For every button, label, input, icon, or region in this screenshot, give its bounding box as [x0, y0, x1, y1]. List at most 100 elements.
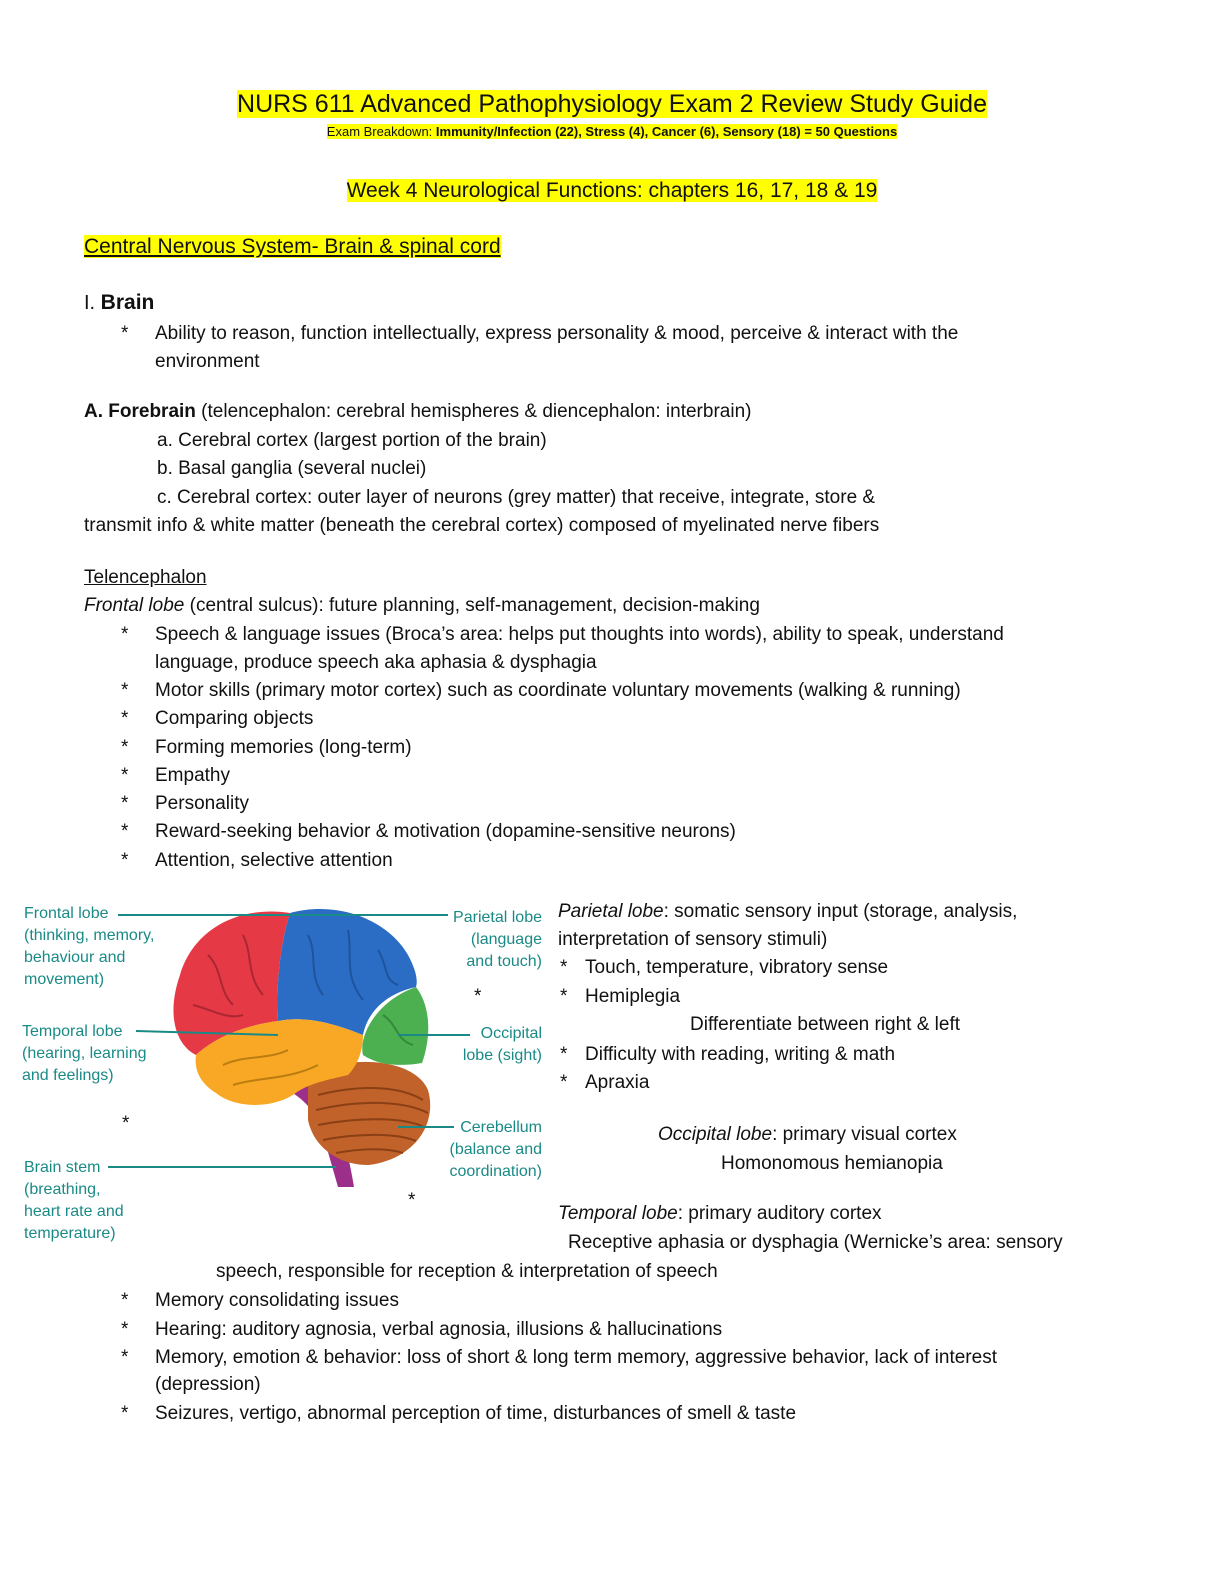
diagram-occipital-title: Occipital — [480, 1025, 542, 1042]
brain-diagram: Frontal lobe (thinking, memory, behaviou… — [18, 895, 548, 1255]
bullet-star: * — [408, 1190, 416, 1211]
parietal-point: Apraxia — [585, 1072, 650, 1093]
diagram-frontal-line: (thinking, memory, — [24, 927, 155, 944]
temporal-lobe-name: Temporal lobe — [558, 1203, 678, 1224]
frontal-point: Speech & language issues (Broca’s area: … — [155, 624, 1004, 645]
parietal-point: Hemiplegia — [585, 986, 681, 1007]
diagram-brainstem-line: temperature) — [24, 1225, 116, 1242]
temporal-lobe-line: Temporal lobe: primary auditory cortex — [558, 1200, 882, 1228]
bullet-star: * — [122, 1113, 130, 1134]
occipital-lobe-desc: : primary visual cortex — [772, 1124, 957, 1145]
diagram-cerebellum-title: Cerebellum — [460, 1119, 542, 1136]
diagram-label-brainstem: Brain stem (breathing, heart rate and te… — [24, 1157, 124, 1245]
bullet-star: * — [121, 680, 129, 701]
frontal-point: Comparing objects — [155, 708, 314, 729]
bullet-star: * — [121, 1319, 129, 1340]
temporal-sub1: Receptive aphasia or dysphagia (Wernicke… — [568, 1232, 1063, 1253]
week-text: Week 4 Neurological Functions: chapters … — [346, 179, 878, 202]
parietal-lobe-line: Parietal lobe: somatic sensory input (st… — [558, 898, 1017, 926]
bullet-star: * — [121, 1403, 129, 1424]
brain-point-line1: Ability to reason, function intellectual… — [155, 323, 959, 344]
diagram-label-occipital: Occipital lobe (sight) — [463, 1023, 542, 1067]
forebrain-item-c-cont: transmit info & white matter (beneath th… — [84, 515, 880, 536]
bullet-star: * — [121, 1347, 129, 1368]
diagram-label-frontal: Frontal lobe (thinking, memory, behaviou… — [24, 903, 154, 991]
bullet-star: * — [560, 957, 568, 978]
parietal-subpoint: Differentiate between right & left — [690, 1014, 961, 1035]
brain-point-line2: environment — [155, 351, 260, 372]
diagram-cerebellum-line: (balance and — [449, 1141, 542, 1158]
frontal-point: Empathy — [155, 765, 230, 786]
breakdown-prefix: Exam Breakdown: — [326, 124, 436, 139]
diagram-label-cerebellum: Cerebellum (balance and coordination) — [449, 1117, 542, 1183]
cerebellum-region — [308, 1061, 431, 1165]
diagram-frontal-title: Frontal lobe — [24, 905, 109, 922]
forebrain-heading: A. Forebrain (telencephalon: cerebral he… — [84, 398, 751, 426]
frontal-lobe-name: Frontal lobe — [84, 595, 185, 616]
parietal-lobe-desc2: interpretation of sensory stimuli) — [558, 929, 828, 950]
diagram-temporal-line: and feelings) — [22, 1067, 114, 1084]
forebrain-desc: (telencephalon: cerebral hemispheres & d… — [195, 401, 752, 422]
bullet-star: * — [560, 1072, 568, 1093]
bullet-star: * — [474, 986, 482, 1007]
frontal-point: Attention, selective attention — [155, 850, 393, 871]
section-heading: Central Nervous System- Brain & spinal c… — [84, 232, 501, 262]
bullet-star: * — [121, 1290, 129, 1311]
bullet-star: * — [560, 986, 568, 1007]
occipital-subpoint: Homonomous hemianopia — [721, 1153, 943, 1174]
brain-heading-text: Brain — [100, 291, 155, 314]
title-text: NURS 611 Advanced Pathophysiology Exam 2… — [237, 90, 987, 118]
parietal-lobe-desc: : somatic sensory input (storage, analys… — [663, 901, 1018, 922]
temporal-lobe-desc: : primary auditory cortex — [677, 1203, 882, 1224]
forebrain-item-a: a. Cerebral cortex (largest portion of t… — [157, 430, 547, 451]
occipital-lobe-name: Occipital lobe — [658, 1124, 773, 1145]
brainstem-region — [280, 1080, 354, 1187]
occipital-lobe-line: Occipital lobe: primary visual cortex — [658, 1121, 957, 1149]
diagram-frontal-line: behaviour and — [24, 949, 126, 966]
brain-illustration — [108, 909, 470, 1187]
section-text: Central Nervous System- Brain & spinal c… — [84, 235, 501, 258]
temporal-sub2: speech, responsible for reception & inte… — [216, 1261, 718, 1282]
diagram-parietal-title: Parietal lobe — [453, 909, 542, 926]
document-title: NURS 611 Advanced Pathophysiology Exam 2… — [0, 88, 1224, 120]
diagram-temporal-line: (hearing, learning — [22, 1045, 147, 1062]
diagram-frontal-line: movement) — [24, 971, 105, 988]
diagram-label-temporal: Temporal lobe (hearing, learning and fee… — [22, 1021, 147, 1087]
diagram-brainstem-line: heart rate and — [24, 1203, 124, 1220]
breakdown-values: Immunity/Infection (22), Stress (4), Can… — [435, 124, 898, 139]
bullet-star: * — [121, 821, 129, 842]
diagram-brainstem-line: (breathing, — [24, 1181, 101, 1198]
diagram-cerebellum-line: coordination) — [449, 1163, 543, 1180]
brain-heading: I. Brain — [84, 289, 154, 317]
frontal-point: Personality — [155, 793, 249, 814]
bullet-star: * — [121, 737, 129, 758]
exam-breakdown: Exam Breakdown: Immunity/Infection (22),… — [0, 123, 1224, 141]
diagram-parietal-line: (language — [470, 931, 542, 948]
temporal-point: Seizures, vertigo, abnormal perception o… — [155, 1403, 797, 1424]
frontal-lobe-desc: (central sulcus): future planning, self-… — [184, 595, 760, 616]
week-heading: Week 4 Neurological Functions: chapters … — [0, 176, 1224, 206]
frontal-lobe-region — [173, 911, 290, 1055]
frontal-point: Motor skills (primary motor cortex) such… — [155, 680, 961, 701]
frontal-lobe-line: Frontal lobe (central sulcus): future pl… — [84, 592, 760, 620]
bullet-star: * — [121, 850, 129, 871]
bullet-star: * — [121, 793, 129, 814]
temporal-point: (depression) — [155, 1374, 261, 1395]
telencephalon-heading: Telencephalon — [84, 567, 207, 588]
diagram-occipital-line: lobe (sight) — [462, 1047, 542, 1064]
diagram-label-parietal: Parietal lobe (language and touch) — [453, 907, 542, 973]
frontal-point: Reward-seeking behavior & motivation (do… — [155, 821, 736, 842]
frontal-point: language, produce speech aka aphasia & d… — [155, 652, 597, 673]
diagram-temporal-title: Temporal lobe — [22, 1023, 123, 1040]
diagram-brainstem-title: Brain stem — [24, 1159, 101, 1176]
forebrain-item-b: b. Basal ganglia (several nuclei) — [157, 458, 427, 479]
temporal-point: Memory, emotion & behavior: loss of shor… — [155, 1347, 997, 1368]
forebrain-item-c: c. Cerebral cortex: outer layer of neuro… — [157, 487, 876, 508]
diagram-parietal-line: and touch) — [466, 953, 542, 970]
bullet-star: * — [121, 708, 129, 729]
bullet-star: * — [121, 624, 129, 645]
parietal-lobe-name: Parietal lobe — [558, 901, 664, 922]
bullet-star: * — [121, 323, 129, 344]
temporal-point: Hearing: auditory agnosia, verbal agnosi… — [155, 1319, 723, 1340]
forebrain-title: A. Forebrain — [84, 401, 196, 422]
